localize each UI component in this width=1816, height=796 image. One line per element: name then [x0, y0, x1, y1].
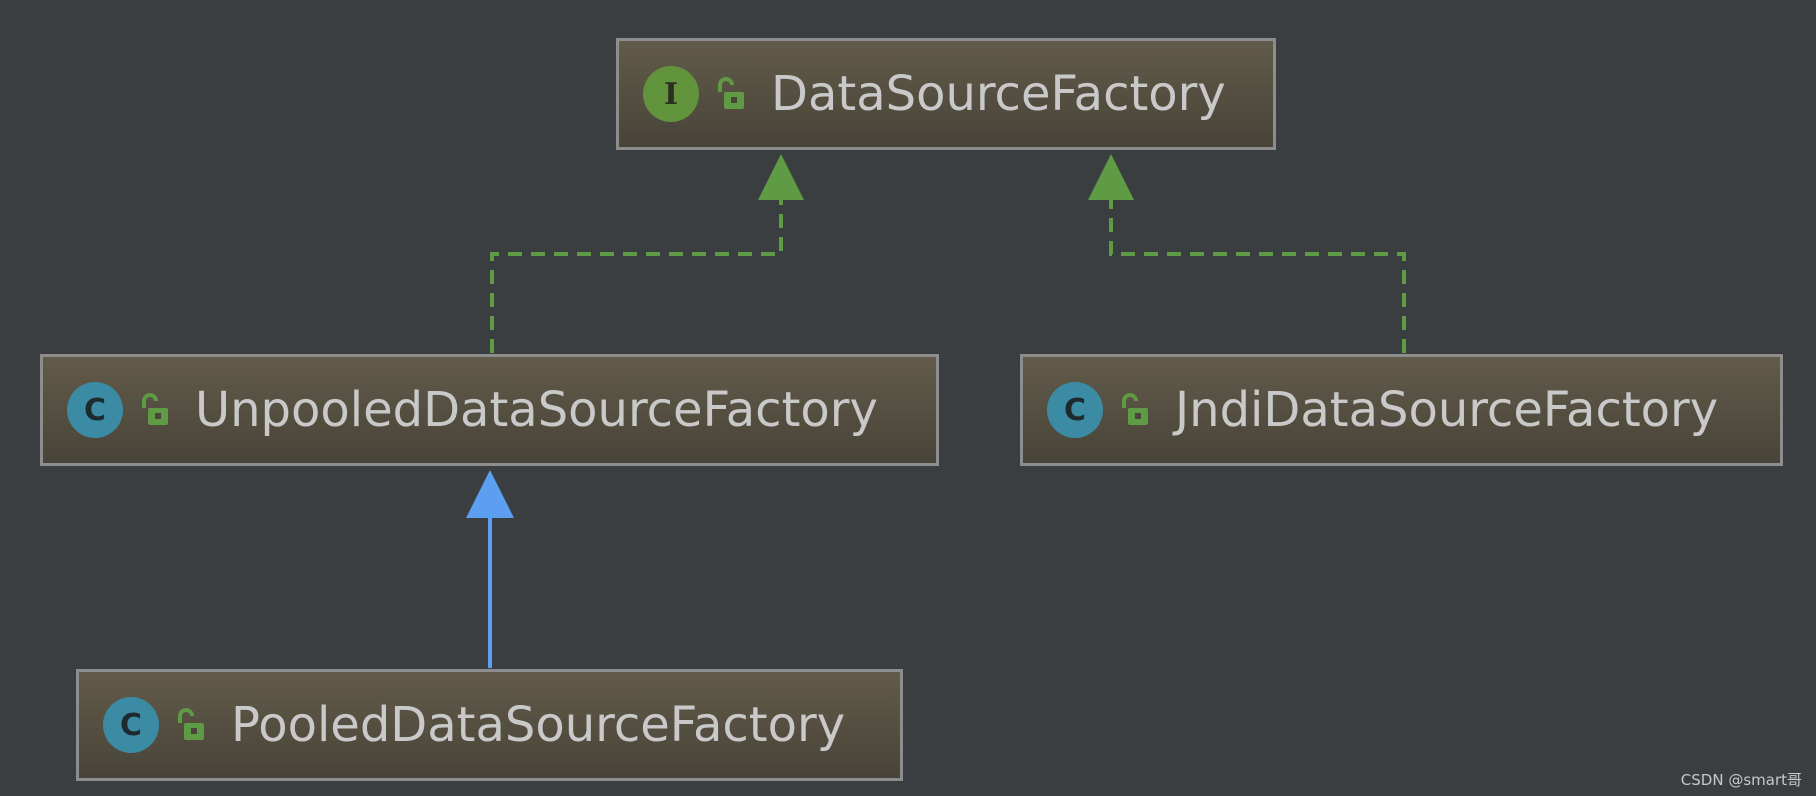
unlock-icon	[178, 708, 204, 740]
node-label: PooledDataSourceFactory	[231, 697, 846, 753]
unlock-icon	[1122, 393, 1148, 425]
edge-jndi-implements-datasourcefactory	[1088, 154, 1406, 353]
class-badge-icon: C	[67, 382, 123, 438]
implements-arrowhead	[1088, 154, 1134, 200]
node-jndidatasourcefactory[interactable]: C JndiDataSourceFactory	[1020, 354, 1783, 466]
edge-pooled-extends-unpooled	[466, 470, 514, 668]
node-label: UnpooledDataSourceFactory	[195, 382, 878, 438]
node-pooleddatasourcefactory[interactable]: C PooledDataSourceFactory	[76, 669, 903, 781]
implements-arrowhead	[758, 154, 804, 200]
node-label: JndiDataSourceFactory	[1175, 382, 1719, 438]
interface-badge-icon: I	[643, 66, 699, 122]
node-datasourcefactory[interactable]: I DataSourceFactory	[616, 38, 1276, 150]
node-label: DataSourceFactory	[771, 66, 1226, 122]
class-badge-icon: C	[103, 697, 159, 753]
unlock-icon	[142, 393, 168, 425]
extends-arrowhead	[466, 470, 514, 518]
edge-unpooled-implements-datasourcefactory	[490, 154, 804, 353]
unlock-icon	[718, 77, 744, 109]
watermark: CSDN @smart哥	[1680, 771, 1802, 789]
node-unpooleddatasourcefactory[interactable]: C UnpooledDataSourceFactory	[40, 354, 939, 466]
class-badge-icon: C	[1047, 382, 1103, 438]
